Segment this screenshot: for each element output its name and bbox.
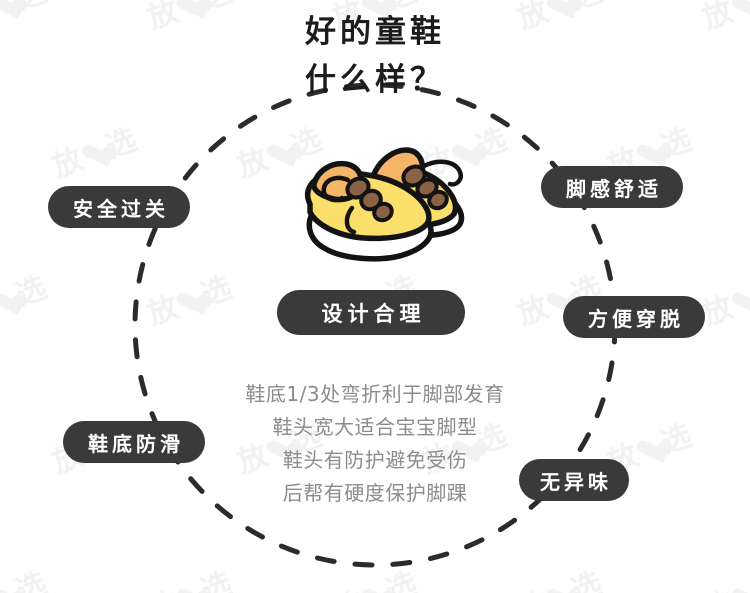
- body-copy-block: 鞋底1/3处弯折利于脚部发育鞋头宽大适合宝宝脚型鞋头有防护避免受伤后帮有硬度保护…: [175, 378, 575, 510]
- heart-icon: [360, 581, 390, 593]
- watermark-char-right: 选: [381, 565, 423, 593]
- feature-pill-label: 安全过关: [73, 196, 169, 221]
- center-pill-label: 设计合理: [321, 301, 426, 326]
- title-line-1: 好的童鞋: [305, 14, 445, 50]
- watermark-char-right: 选: [471, 121, 513, 166]
- childrens-sneakers-illustration: [304, 147, 465, 262]
- feature-pill-easy-wear[interactable]: 方便穿脱: [563, 296, 705, 338]
- heart-icon: [175, 581, 205, 593]
- watermark-char-right: 选: [656, 417, 698, 462]
- watermark-char-left: 放: [140, 578, 184, 593]
- body-copy-line: 鞋底1/3处弯折利于脚部发育: [245, 382, 505, 406]
- watermark-char-left: 放: [47, 141, 89, 185]
- watermark-text: 放选: [45, 114, 143, 185]
- watermark-char-right: 选: [11, 269, 53, 314]
- heart-icon: [635, 433, 665, 462]
- heart-icon: [0, 581, 20, 593]
- body-copy-line: 后帮有硬度保护脚踝: [282, 481, 468, 505]
- watermark-text: 放选: [140, 262, 238, 333]
- watermark-char-right: 选: [196, 269, 238, 314]
- feature-pill-no-odor[interactable]: 无异味: [519, 459, 629, 501]
- page-title: 好的童鞋 什么样？: [0, 8, 750, 104]
- center-pill-design[interactable]: 设计合理: [277, 290, 465, 335]
- watermark-text: 放选: [0, 262, 53, 333]
- feature-pill-label: 脚感舒适: [566, 176, 662, 201]
- body-copy-line: 鞋头有防护避免受伤: [282, 448, 468, 472]
- body-copy-line: 鞋头宽大适合宝宝脚型: [272, 415, 478, 439]
- feature-pill-label: 无异味: [540, 469, 612, 494]
- heart-icon: [730, 581, 750, 593]
- watermark-char-left: 放: [232, 141, 274, 185]
- watermark-text: 放选: [140, 558, 238, 593]
- watermark-char-left: 放: [510, 578, 554, 593]
- watermark-text: 放选: [0, 558, 53, 593]
- watermark-char-left: 放: [142, 289, 184, 333]
- watermark-char-right: 选: [196, 565, 238, 593]
- heart-icon: [0, 285, 20, 314]
- watermark-char-right: 选: [11, 565, 53, 593]
- feature-pill-label: 方便穿脱: [588, 306, 684, 331]
- watermark-char-right: 选: [566, 565, 608, 593]
- feature-pill-label: 鞋底防滑: [88, 431, 184, 456]
- watermark-char-right: 选: [101, 121, 143, 166]
- heart-icon: [730, 285, 750, 314]
- feature-pill-non-slip[interactable]: 鞋底防滑: [63, 421, 205, 463]
- feature-pill-safety[interactable]: 安全过关: [48, 186, 190, 228]
- watermark-text: 放选: [695, 558, 750, 593]
- watermark-char-left: 放: [325, 578, 369, 593]
- heart-icon: [545, 581, 575, 593]
- watermark-text: 放选: [510, 558, 608, 593]
- watermark-char-right: 选: [656, 121, 698, 166]
- heart-icon: [80, 137, 110, 166]
- title-line-2: 什么样？: [305, 62, 445, 98]
- watermark-char-left: 放: [695, 578, 739, 593]
- heart-icon: [175, 285, 205, 314]
- watermark-char-left: 放: [512, 289, 554, 333]
- heart-icon: [635, 137, 665, 166]
- watermark-text: 放选: [325, 558, 423, 593]
- feature-pill-comfort[interactable]: 脚感舒适: [541, 166, 683, 208]
